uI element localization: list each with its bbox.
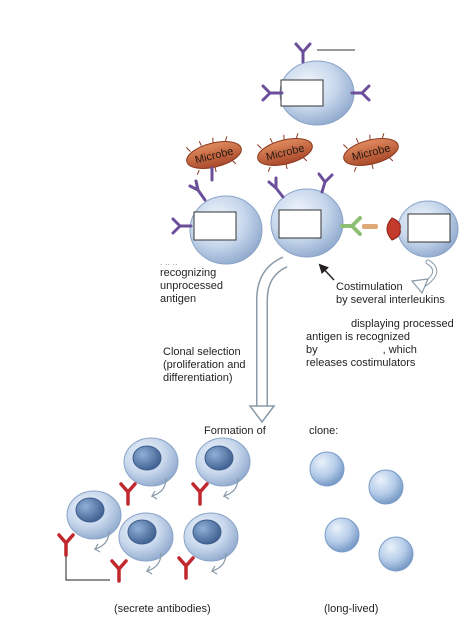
helper-line-4: releases costimulators [306,357,416,369]
antibody-icon [261,84,284,102]
top-cell [261,42,371,126]
antibody-icon [171,217,193,235]
b-cell-line-2: unprocessed [160,280,223,292]
memory-cell [368,469,404,505]
clonal-selection-arrow [248,256,288,424]
hidden-label-box [280,79,324,107]
hidden-label-box [407,213,451,243]
costimulation-line-1: Costimulation [336,281,403,293]
b-cell-left [171,166,263,265]
plasma-cell [118,512,174,562]
plasma-cell [123,437,179,487]
plasma-cell [183,512,239,562]
helper-line-1: displaying processed [351,318,454,330]
memory-cell [309,451,345,487]
antigen-fragment [362,224,378,229]
helper-line-3: by , which [306,344,454,357]
b-cell-fragment-label: . .. .. [160,257,178,267]
helper-line-2: antigen is recognized [306,331,410,343]
costimulation-label: Costimulation by several interleukins [336,281,445,307]
helper-line-3b: , which [382,344,417,356]
helper-line-3a: by [306,344,318,356]
b-cell-description: recognizing unprocessed antigen [160,267,223,306]
bracket-line [65,556,110,581]
b-cell-center [267,172,378,258]
microbe-2: Microbe [257,133,313,172]
costimulation-line-2: by several interleukins [336,294,445,306]
secrete-antibodies-label: (secrete antibodies) [114,603,211,615]
memory-cell [378,536,414,572]
clonal-line-2: (proliferation and [163,359,246,371]
antibody-icon [119,482,137,506]
long-lived-label: (long-lived) [324,603,379,615]
b-cell-line-3: antigen [160,293,197,305]
plasma-cell [66,490,122,540]
antibody-icon [188,179,207,202]
microbe-1: Microbe [186,136,242,175]
clonal-line-3: differentiation) [163,372,233,384]
secretion-arrows [93,477,239,575]
mhc-receptor [386,217,401,241]
helper-t-cell [386,200,459,295]
clonal-selection-label: Clonal selection (proliferation and diff… [163,346,246,385]
antibody-icon [350,84,371,102]
memory-cell [324,517,360,553]
antibody-red-group [57,482,209,583]
costimulation-arrow [318,263,335,281]
antibody-icon [317,172,334,194]
clonal-line-1: Clonal selection [163,346,241,358]
hidden-label-box [278,209,322,239]
bcr-antigen-complex [340,216,378,236]
helper-cell-description: displaying processed antigen is recogniz… [306,318,454,370]
antibody-icon [110,559,128,583]
microbe-3: Microbe [343,133,399,172]
plasma-cell [195,437,251,487]
hidden-label-box [193,211,237,241]
formation-of-label: Formation of [204,425,266,437]
antibody-icon [177,556,195,580]
antibody-icon [267,176,285,199]
antibody-icon [294,42,312,64]
clone-label: clone: [309,425,339,437]
b-cell-line-1: recognizing [160,267,217,279]
antibody-icon [191,482,209,506]
antibody-icon [57,533,75,557]
